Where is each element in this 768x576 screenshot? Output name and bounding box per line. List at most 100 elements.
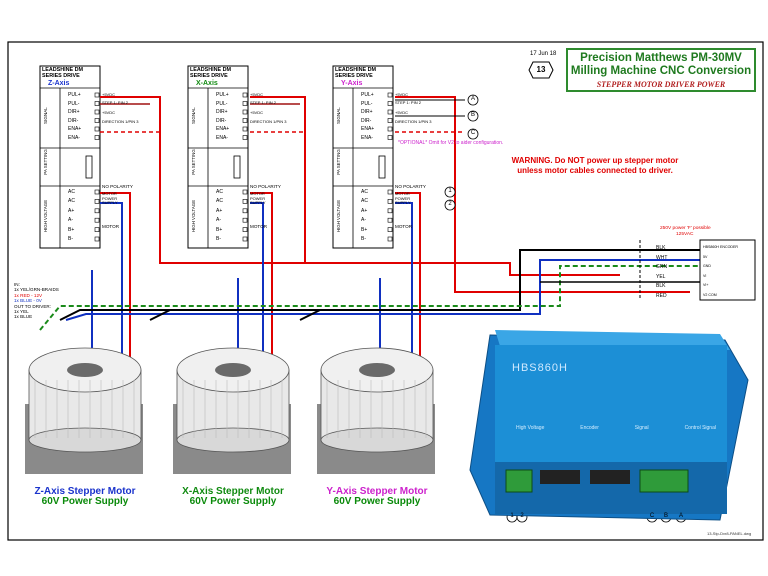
supply-terminal-label: GND [703, 264, 711, 269]
driver-axis-label: Z-Axis [48, 80, 70, 87]
pin-label: PUL+ [216, 92, 229, 98]
psu-caption-line1: Y-Axis Stepper Motor [326, 486, 428, 497]
hbs-panel-label: Control Signal [684, 425, 716, 431]
connector-ref-label: B [470, 112, 475, 118]
wire-label: STEP 1: PIN 2 [250, 100, 276, 105]
driver-series: SERIES DRIVE [190, 73, 228, 79]
wire-group [39, 96, 700, 395]
power-terminal [387, 227, 393, 232]
supply-wire-label: YEL [656, 273, 666, 280]
wire-label: +5VDC [250, 110, 264, 115]
signal-label: SIGNAL [43, 107, 48, 124]
connector-ref [467, 128, 479, 140]
pin-label: ENA+ [361, 126, 375, 132]
supply-terminal-label: VI [703, 273, 707, 278]
pin-terminal [94, 92, 100, 98]
pa-setting-label: PA SETTING [336, 149, 341, 175]
hbs-panel-label: Encoder [580, 425, 599, 431]
wire-red-x [250, 96, 306, 263]
toroid-center [67, 363, 103, 377]
pin-terminal [387, 126, 393, 132]
psu-caption-line1: Z-Axis Stepper Motor [34, 486, 136, 497]
pin-terminal [242, 135, 248, 140]
connector-ref [444, 199, 456, 211]
drawing-filename: 13-Stp-Dvr8-PANEL.dwg [707, 531, 752, 536]
hbs-panel-label: High Voltage [516, 425, 545, 431]
driver-series: SERIES DRIVE [335, 73, 373, 79]
pin-label: PUL- [361, 100, 373, 107]
connector-ref [467, 110, 479, 122]
motor-power-label: MOTOR POWER SUPPLY [102, 191, 118, 206]
pin-terminal [94, 135, 100, 140]
driver-axis-label: X-Axis [196, 80, 218, 87]
hbs-encoder-terminal [540, 470, 580, 484]
pin-label: DIR- [216, 117, 227, 124]
pin-terminal [242, 101, 248, 106]
legend-line6: 1x YEL [14, 309, 29, 315]
pin-terminal [387, 109, 393, 115]
pin-label: DIR+ [216, 109, 228, 115]
legend-line4: 1x BLUE - 0V [14, 298, 42, 304]
wire-label: +5VDC [395, 92, 409, 97]
legend-line5: OUT TO DRIVER: [14, 303, 52, 309]
supply-terminal-block [699, 239, 756, 301]
psu-caption-line2: 60V Power Supply [333, 496, 421, 507]
power-terminal [94, 208, 100, 214]
power-terminal [387, 189, 393, 195]
pin-terminal [387, 92, 393, 98]
supply-wire-label: GRN [656, 264, 668, 271]
pin-label: PUL- [216, 100, 228, 107]
warning-line1: WARNING. Do NOT power up stepper motor [511, 156, 679, 165]
power-terminal [94, 227, 100, 232]
pin-label: DIR- [68, 117, 79, 124]
hbs-panel-label: Signal [634, 425, 649, 431]
no-polarity-label: NO POLARITY [102, 184, 133, 189]
supply-wire-label: WHT [656, 254, 668, 261]
connector-ref-label: B [663, 513, 668, 519]
no-polarity-label: NO POLARITY [395, 184, 426, 189]
pin-terminal [387, 118, 393, 123]
signal-label: SIGNAL [191, 107, 196, 124]
pin-label: PUL+ [361, 92, 374, 98]
high-voltage-label: HIGH VOLTAGE [336, 199, 341, 233]
connector-ref-label: A [678, 513, 683, 519]
dip-switch [85, 155, 93, 179]
power-pin-label: AC [216, 198, 223, 205]
signal-label: SIGNAL [336, 107, 341, 124]
pin-terminal [94, 109, 100, 115]
power-pin-label: AC [361, 189, 368, 195]
drawing-date: 17 Jun 18 [530, 51, 557, 57]
pa-setting-label: PA SETTING [191, 149, 196, 175]
warning-line2: unless motor cables connected to driver. [517, 166, 673, 175]
dip-switch [233, 155, 241, 179]
pin-label: DIR+ [361, 109, 373, 115]
driver-series: SERIES DRIVE [42, 73, 80, 79]
motor-label: MOTOR [250, 224, 268, 229]
supply-terminal-label: 5V [703, 254, 708, 259]
motor-label: MOTOR [395, 224, 413, 229]
pin-terminal [387, 101, 393, 106]
power-pin-label: A+ [68, 207, 75, 214]
power-terminal [242, 227, 248, 232]
power-terminal [242, 208, 248, 214]
optional-note: *OPTIONAL* Omit for V2 to aider configur… [398, 140, 504, 146]
power-terminal [242, 199, 248, 204]
hbs-signal-terminal [590, 470, 630, 484]
hbs-front-panel [495, 345, 727, 463]
title-block: Precision Matthews PM-30MV Milling Machi… [566, 48, 756, 92]
supply-note: 250V power 'F' possible 125VAC [660, 226, 711, 238]
connector-ref-label: 2 [448, 201, 452, 207]
psu-caption-line2: 60V Power Supply [189, 496, 277, 507]
wire-ac-x1 [250, 192, 273, 278]
toroid-center [359, 363, 395, 377]
mains-legend: IN: 1x YEL/GRN-BRAIDS 1x RED - 12V 1x BL… [14, 282, 59, 320]
power-pin-label: AC [216, 189, 223, 195]
wire-ac-z2 [100, 202, 123, 285]
hbs-control-terminal [639, 469, 689, 493]
pin-label: DIR- [361, 117, 372, 124]
no-polarity-label: NO POLARITY [250, 184, 281, 189]
driver-brand: LEADSHINE DM [190, 67, 232, 73]
wire-mains-black [59, 249, 700, 321]
